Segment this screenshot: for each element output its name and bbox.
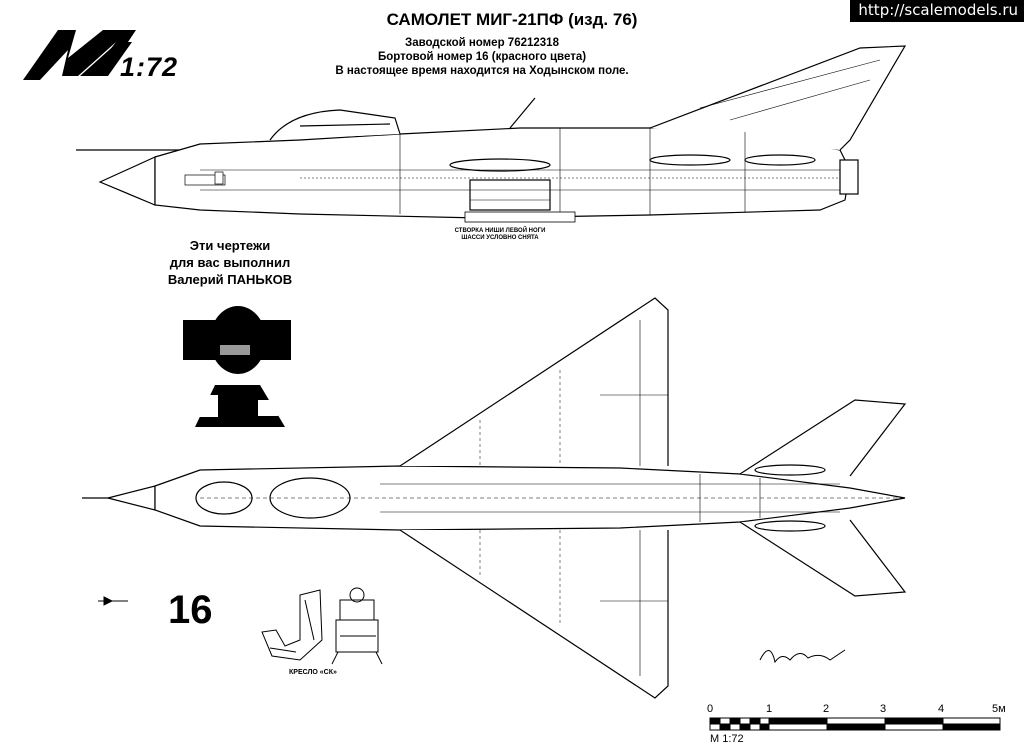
plan-view — [82, 297, 907, 699]
missile-icon — [98, 596, 128, 606]
scale-tick-0: 0 — [707, 703, 714, 715]
scale-label: М 1:72 — [710, 733, 744, 745]
scale-tick-5: 5м — [992, 703, 1006, 715]
scale-tick-1: 1 — [766, 703, 773, 715]
credit-line-1: Эти чертежи — [189, 238, 271, 253]
gear-note-line-2: ШАССИ УСЛОВНО СНЯТА — [461, 235, 539, 241]
subtitle-line-2: Бортовой номер 16 (красного цвета) — [377, 51, 587, 63]
subtitle-line-3: В настоящее время находится на Ходынском… — [335, 65, 629, 77]
subtitle-line-1: Заводской номер 76212318 — [405, 37, 559, 49]
drawing-title: САМОЛЕТ МИГ-21ПФ (изд. 76) — [386, 10, 638, 29]
ejection-seat-side-icon — [261, 589, 323, 661]
pilot-portrait — [183, 292, 291, 427]
signature-scribble — [759, 649, 846, 664]
logo-scale: 1:72 — [120, 52, 179, 82]
seat-caption: КРЕСЛО «СК» — [289, 669, 337, 676]
scale-tick-3: 3 — [880, 703, 887, 715]
scale-tick-2: 2 — [823, 703, 830, 715]
gear-door-note: СТВОРКА НИШИ ЛЕВОЙ НОГИ ШАССИ УСЛОВНО СН… — [440, 228, 560, 242]
publisher-logo-icon — [23, 30, 136, 80]
scale-bar — [709, 717, 1001, 731]
gear-note-line-1: СТВОРКА НИШИ ЛЕВОЙ НОГИ — [454, 228, 546, 234]
watermark-url[interactable]: http://scalemodels.ru — [850, 0, 1024, 22]
credit-line-3: Валерий ПАНЬКОВ — [167, 272, 293, 287]
side-view — [76, 45, 907, 223]
ejection-seat-front-icon — [331, 587, 383, 665]
credit-line-2: для вас выполнил — [169, 255, 291, 270]
board-number: 16 — [168, 588, 213, 632]
author-credit: Эти чертежи для вас выполнил Валерий ПАН… — [150, 237, 310, 288]
scale-tick-4: 4 — [938, 703, 945, 715]
